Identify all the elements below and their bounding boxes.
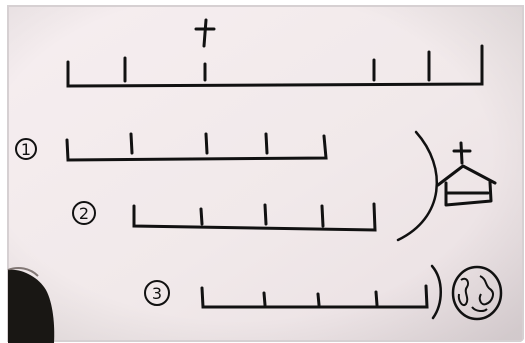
- row-3-label: 3: [152, 284, 162, 303]
- row-3-tick-3: [376, 292, 377, 305]
- row-3-tick-2: [318, 294, 319, 305]
- board-vignette: [8, 6, 523, 341]
- row-2-tick-3: [322, 206, 323, 226]
- row-1-tick-3: [266, 134, 267, 153]
- row-1-tick-2: [206, 134, 207, 153]
- row-2-tick-1: [201, 209, 202, 224]
- row-3-tick-1: [264, 293, 265, 305]
- row-1-label: 1: [21, 140, 31, 159]
- row-2-label: 2: [79, 204, 89, 223]
- row-2-tick-2: [265, 205, 266, 224]
- row-1-tick-1: [131, 134, 132, 153]
